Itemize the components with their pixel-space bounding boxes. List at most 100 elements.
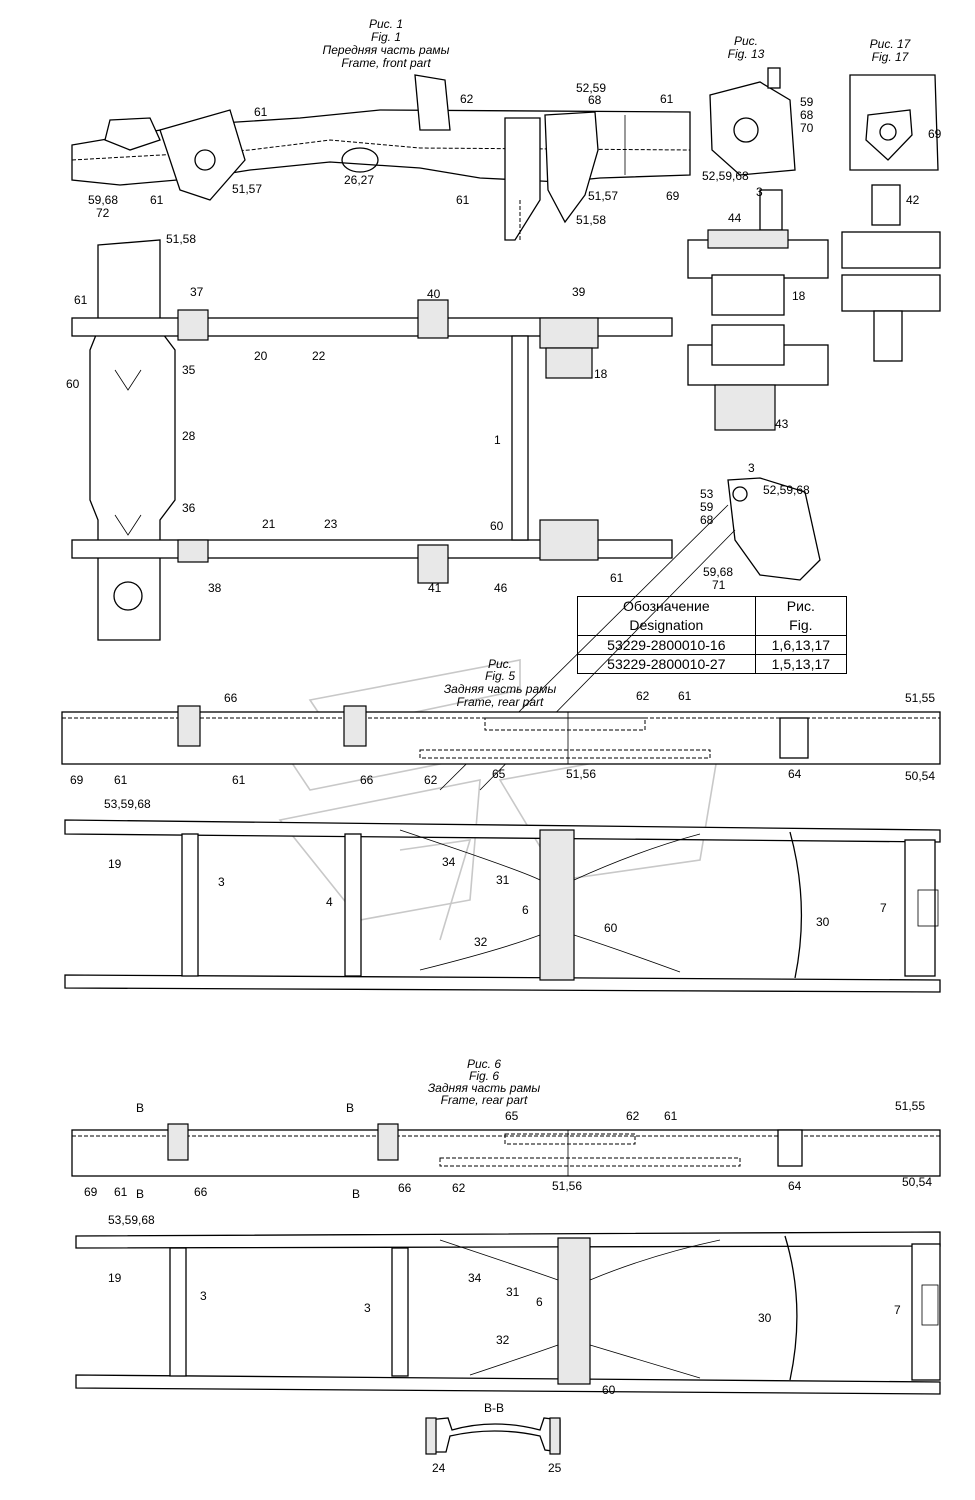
svg-text:68: 68 bbox=[800, 108, 814, 122]
fig5-top-view bbox=[64, 819, 941, 993]
svg-text:51,56: 51,56 bbox=[552, 1179, 582, 1193]
svg-text:50,54: 50,54 bbox=[905, 769, 935, 783]
svg-text:Fig. 13: Fig. 13 bbox=[728, 47, 765, 61]
svg-text:Передняя часть рамы: Передняя часть рамы bbox=[323, 43, 450, 57]
svg-text:69: 69 bbox=[666, 189, 680, 203]
svg-text:59: 59 bbox=[700, 500, 714, 514]
svg-text:25: 25 bbox=[548, 1461, 562, 1475]
svg-text:50,54: 50,54 bbox=[902, 1175, 932, 1189]
svg-text:62: 62 bbox=[452, 1181, 466, 1195]
fig5-caption: Рис. Fig. 5 Задняя часть рамы Frame, rea… bbox=[444, 657, 557, 709]
svg-text:20: 20 bbox=[254, 349, 268, 363]
svg-text:B: B bbox=[346, 1101, 354, 1115]
svg-text:Fig. 17: Fig. 17 bbox=[872, 50, 910, 64]
svg-text:44: 44 bbox=[728, 211, 742, 225]
svg-text:28: 28 bbox=[182, 429, 196, 443]
svg-text:Frame, front part: Frame, front part bbox=[341, 56, 431, 70]
svg-text:3: 3 bbox=[364, 1301, 371, 1315]
svg-text:61: 61 bbox=[74, 293, 88, 307]
svg-text:19: 19 bbox=[108, 857, 122, 871]
fig17-callouts: 69 42 bbox=[906, 127, 942, 207]
svg-text:40: 40 bbox=[427, 287, 441, 301]
svg-text:37: 37 bbox=[190, 285, 204, 299]
svg-text:53,59,68: 53,59,68 bbox=[108, 1213, 155, 1227]
svg-text:Frame, rear part: Frame, rear part bbox=[457, 695, 544, 709]
fig6-side-callouts: B B 65 62 61 51,55 69 61 B 66 B 66 62 51… bbox=[84, 1099, 932, 1201]
svg-text:30: 30 bbox=[816, 915, 830, 929]
svg-text:B: B bbox=[136, 1187, 144, 1201]
svg-text:65: 65 bbox=[505, 1109, 519, 1123]
svg-text:19: 19 bbox=[108, 1271, 122, 1285]
figs-cell: 1,6,13,17 bbox=[754, 635, 848, 655]
svg-text:66: 66 bbox=[360, 773, 374, 787]
designation-table: Обозначение Designation Рис. Fig. 53229-… bbox=[577, 596, 848, 674]
header-fig: Рис. Fig. bbox=[754, 596, 848, 636]
svg-text:4: 4 bbox=[326, 895, 333, 909]
svg-text:66: 66 bbox=[194, 1185, 208, 1199]
svg-text:Fig. 1: Fig. 1 bbox=[371, 30, 401, 44]
svg-text:52,59: 52,59 bbox=[576, 81, 606, 95]
svg-text:31: 31 bbox=[496, 873, 510, 887]
svg-text:66: 66 bbox=[398, 1181, 412, 1195]
fig5-side-view bbox=[61, 705, 941, 765]
svg-text:Frame, rear part: Frame, rear part bbox=[441, 1093, 528, 1107]
header-designation-en: Designation bbox=[629, 617, 704, 633]
svg-text:61: 61 bbox=[254, 105, 268, 119]
header-fig-ru: Рис. bbox=[786, 598, 815, 614]
svg-text:22: 22 bbox=[312, 349, 326, 363]
svg-text:24: 24 bbox=[432, 1461, 446, 1475]
section-bb: B-B bbox=[425, 1401, 561, 1455]
fig6-side-view bbox=[71, 1123, 941, 1177]
svg-text:B-B: B-B bbox=[484, 1401, 504, 1415]
svg-text:34: 34 bbox=[442, 855, 456, 869]
svg-text:65: 65 bbox=[492, 767, 506, 781]
svg-text:62: 62 bbox=[424, 773, 438, 787]
svg-text:46: 46 bbox=[494, 581, 508, 595]
svg-text:38: 38 bbox=[208, 581, 222, 595]
designation-cell: 53229-2800010-27 bbox=[577, 654, 756, 674]
svg-text:Рис. 6: Рис. 6 bbox=[467, 1057, 501, 1071]
svg-text:Рис. 1: Рис. 1 bbox=[369, 17, 403, 31]
svg-text:18: 18 bbox=[792, 289, 806, 303]
svg-text:35: 35 bbox=[182, 363, 196, 377]
svg-text:3: 3 bbox=[218, 875, 225, 889]
fig13-caption: Рис. Fig. 13 bbox=[728, 34, 765, 61]
svg-text:61: 61 bbox=[114, 773, 128, 787]
svg-text:51,58: 51,58 bbox=[166, 232, 196, 246]
svg-text:32: 32 bbox=[474, 935, 488, 949]
svg-text:21: 21 bbox=[262, 517, 276, 531]
svg-text:51,57: 51,57 bbox=[232, 182, 262, 196]
svg-text:69: 69 bbox=[84, 1185, 98, 1199]
svg-text:64: 64 bbox=[788, 1179, 802, 1193]
table-row: 53229-2800010-27 1,5,13,17 bbox=[577, 654, 848, 674]
svg-text:61: 61 bbox=[660, 92, 674, 106]
svg-text:69: 69 bbox=[70, 773, 84, 787]
svg-text:7: 7 bbox=[894, 1303, 901, 1317]
svg-text:52,59,68: 52,59,68 bbox=[763, 483, 810, 497]
svg-text:59,68: 59,68 bbox=[703, 565, 733, 579]
svg-text:6: 6 bbox=[522, 903, 529, 917]
svg-text:62: 62 bbox=[626, 1109, 640, 1123]
fig13-callouts: 59 68 70 52,59,68 3 44 18 43 3 53 59 68 … bbox=[700, 95, 814, 592]
svg-text:51,56: 51,56 bbox=[566, 767, 596, 781]
fig6-caption: Рис. 6 Fig. 6 Задняя часть рамы Frame, r… bbox=[428, 1057, 541, 1107]
svg-text:52,59,68: 52,59,68 bbox=[702, 169, 749, 183]
svg-text:32: 32 bbox=[496, 1333, 510, 1347]
fig17-detail-views bbox=[841, 74, 941, 362]
svg-text:Задняя часть рамы: Задняя часть рамы bbox=[444, 682, 557, 696]
header-designation-ru: Обозначение bbox=[623, 598, 710, 614]
fig1-caption: Рис. 1 Fig. 1 Передняя часть рамы Frame,… bbox=[323, 17, 450, 70]
svg-text:61: 61 bbox=[456, 193, 470, 207]
fig5-top-callouts: 53,59,68 19 3 34 31 4 6 30 7 32 60 bbox=[104, 797, 887, 949]
svg-text:41: 41 bbox=[428, 581, 442, 595]
svg-text:51,57: 51,57 bbox=[588, 189, 618, 203]
svg-text:B: B bbox=[352, 1187, 360, 1201]
svg-text:7: 7 bbox=[880, 901, 887, 915]
header-fig-en: Fig. bbox=[789, 617, 813, 633]
fig17-caption: Рис. 17 Fig. 17 bbox=[870, 37, 912, 64]
svg-text:71: 71 bbox=[712, 578, 726, 592]
svg-text:42: 42 bbox=[906, 193, 920, 207]
svg-text:23: 23 bbox=[324, 517, 338, 531]
fig1-top-callouts: 37 40 39 61 60 35 20 22 18 28 1 36 21 23… bbox=[66, 285, 624, 595]
